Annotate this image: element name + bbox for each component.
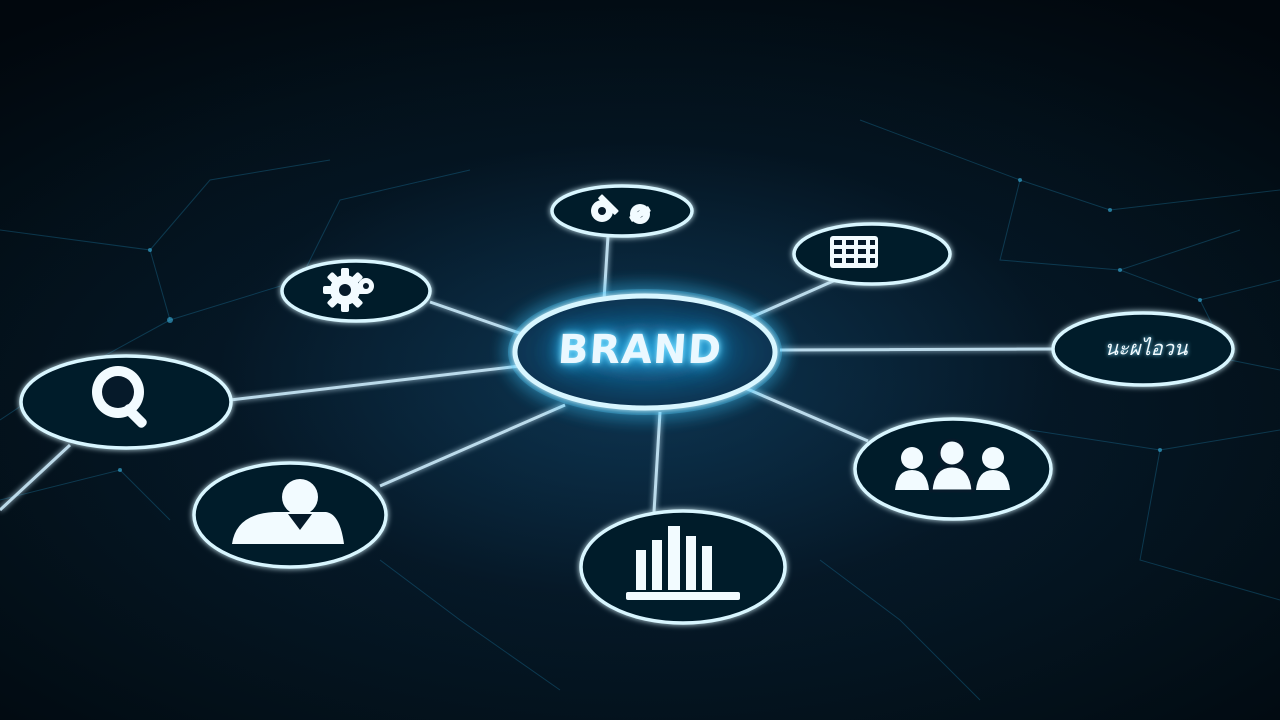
connector-lines bbox=[0, 235, 1054, 513]
connector-person bbox=[379, 403, 566, 488]
connector-chart bbox=[652, 411, 662, 513]
magnifier-icon bbox=[92, 366, 147, 428]
brand-label: BRAND bbox=[556, 327, 724, 373]
text-node-label: นะผไอวน bbox=[1104, 336, 1188, 360]
connector-offscreen bbox=[0, 443, 72, 512]
connector-calculator bbox=[744, 276, 841, 322]
calculator-icon bbox=[830, 236, 878, 268]
connector-settings bbox=[429, 300, 526, 337]
bar-chart-icon bbox=[626, 526, 740, 600]
connector-text bbox=[779, 347, 1054, 352]
connector-team bbox=[744, 386, 869, 443]
background-dots bbox=[58, 178, 1202, 472]
connector-gears bbox=[602, 235, 610, 301]
node-ring-chart bbox=[579, 509, 787, 625]
settings-gear-icon bbox=[323, 268, 374, 312]
brand-hub bbox=[508, 289, 782, 415]
node-ring-text bbox=[1051, 311, 1235, 387]
gears-icon bbox=[591, 194, 651, 224]
team-icon bbox=[895, 438, 1010, 493]
node-ring-gears bbox=[550, 184, 694, 238]
person-icon bbox=[232, 479, 344, 544]
connector-search bbox=[229, 364, 521, 402]
